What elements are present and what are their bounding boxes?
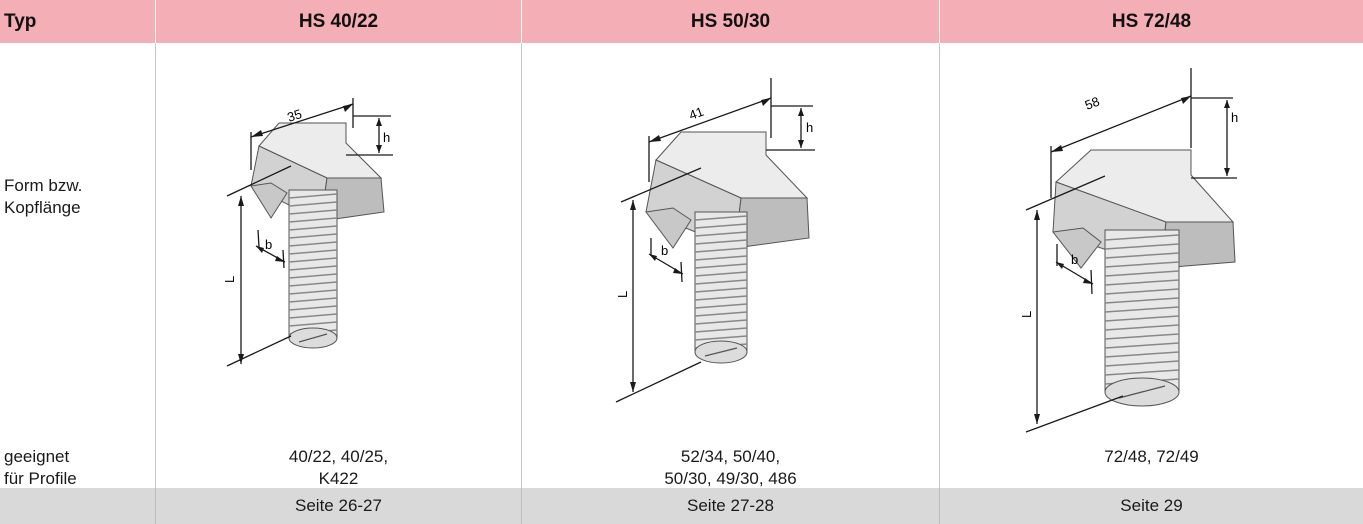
product-cell-hs-50-30: 41 h b L 52/34, 50/40, 50/30, 49/30, 486 <box>521 43 939 488</box>
profiles-hs-40-22: 40/22, 40/25, K422 <box>156 446 521 490</box>
dim-length-label: 41 <box>687 104 706 123</box>
profiles-line1: 52/34, 50/40, <box>680 447 781 466</box>
suitable-label-line1: geeignet <box>4 447 70 466</box>
profiles-line2: K422 <box>318 469 359 488</box>
label-column: Form bzw. Kopflänge geeignet für Profile <box>0 43 155 488</box>
page-ref-hs-40-22: Seite 26-27 <box>155 488 521 524</box>
dim-b-label: b <box>661 243 668 258</box>
page-ref-hs-50-30: Seite 27-28 <box>521 488 939 524</box>
header-hs-40-22: HS 40/22 <box>155 0 521 43</box>
header-hs-50-30: HS 50/30 <box>521 0 939 43</box>
product-cell-hs-40-22: 35 h b L 40/22, 40/25, K422 <box>155 43 521 488</box>
dim-length-label: 58 <box>1083 94 1102 113</box>
profiles-line1: 40/22, 40/25, <box>288 447 389 466</box>
form-label-line2: Kopflänge <box>4 198 81 217</box>
page-ref-hs-72-48: Seite 29 <box>939 488 1363 524</box>
dim-h-label: h <box>806 120 813 135</box>
form-label-line1: Form bzw. <box>4 176 83 195</box>
dim-l-label: L <box>1019 311 1034 318</box>
dim-l-label: L <box>222 276 237 283</box>
header-row: Typ HS 40/22 HS 50/30 HS 72/48 <box>0 0 1363 43</box>
t-bolt-drawing-icon: 58 h b L <box>1019 68 1238 433</box>
content-row: Form bzw. Kopflänge geeignet für Profile <box>0 43 1363 488</box>
dim-l-label: L <box>615 291 630 298</box>
suitable-label-line2: für Profile <box>4 469 77 488</box>
dim-b-label: b <box>265 237 272 252</box>
header-hs-72-48: HS 72/48 <box>939 0 1363 43</box>
dim-length-label: 35 <box>285 106 303 125</box>
dim-h-label: h <box>383 130 390 145</box>
dim-b-label: b <box>1071 252 1078 267</box>
profiles-line2: 50/30, 49/30, 486 <box>664 469 797 488</box>
suitable-row-label: geeignet für Profile <box>4 446 77 490</box>
profiles-line1: 72/48, 72/49 <box>1104 447 1199 466</box>
header-type-label: Typ <box>4 11 37 32</box>
profiles-hs-50-30: 52/34, 50/40, 50/30, 49/30, 486 <box>522 446 939 490</box>
profiles-hs-72-48: 72/48, 72/49 <box>940 446 1363 468</box>
t-bolt-drawing-icon: 35 h b L <box>222 98 393 367</box>
form-row-label: Form bzw. Kopflänge <box>4 175 82 219</box>
footer-row: Seite 26-27 Seite 27-28 Seite 29 <box>0 488 1363 524</box>
t-bolt-drawing-icon: 41 h b L <box>615 78 815 403</box>
footer-empty-cell <box>0 488 155 524</box>
dim-h-label: h <box>1231 110 1238 125</box>
product-cell-hs-72-48: 58 h b L 72/48, 72/49 <box>939 43 1363 488</box>
